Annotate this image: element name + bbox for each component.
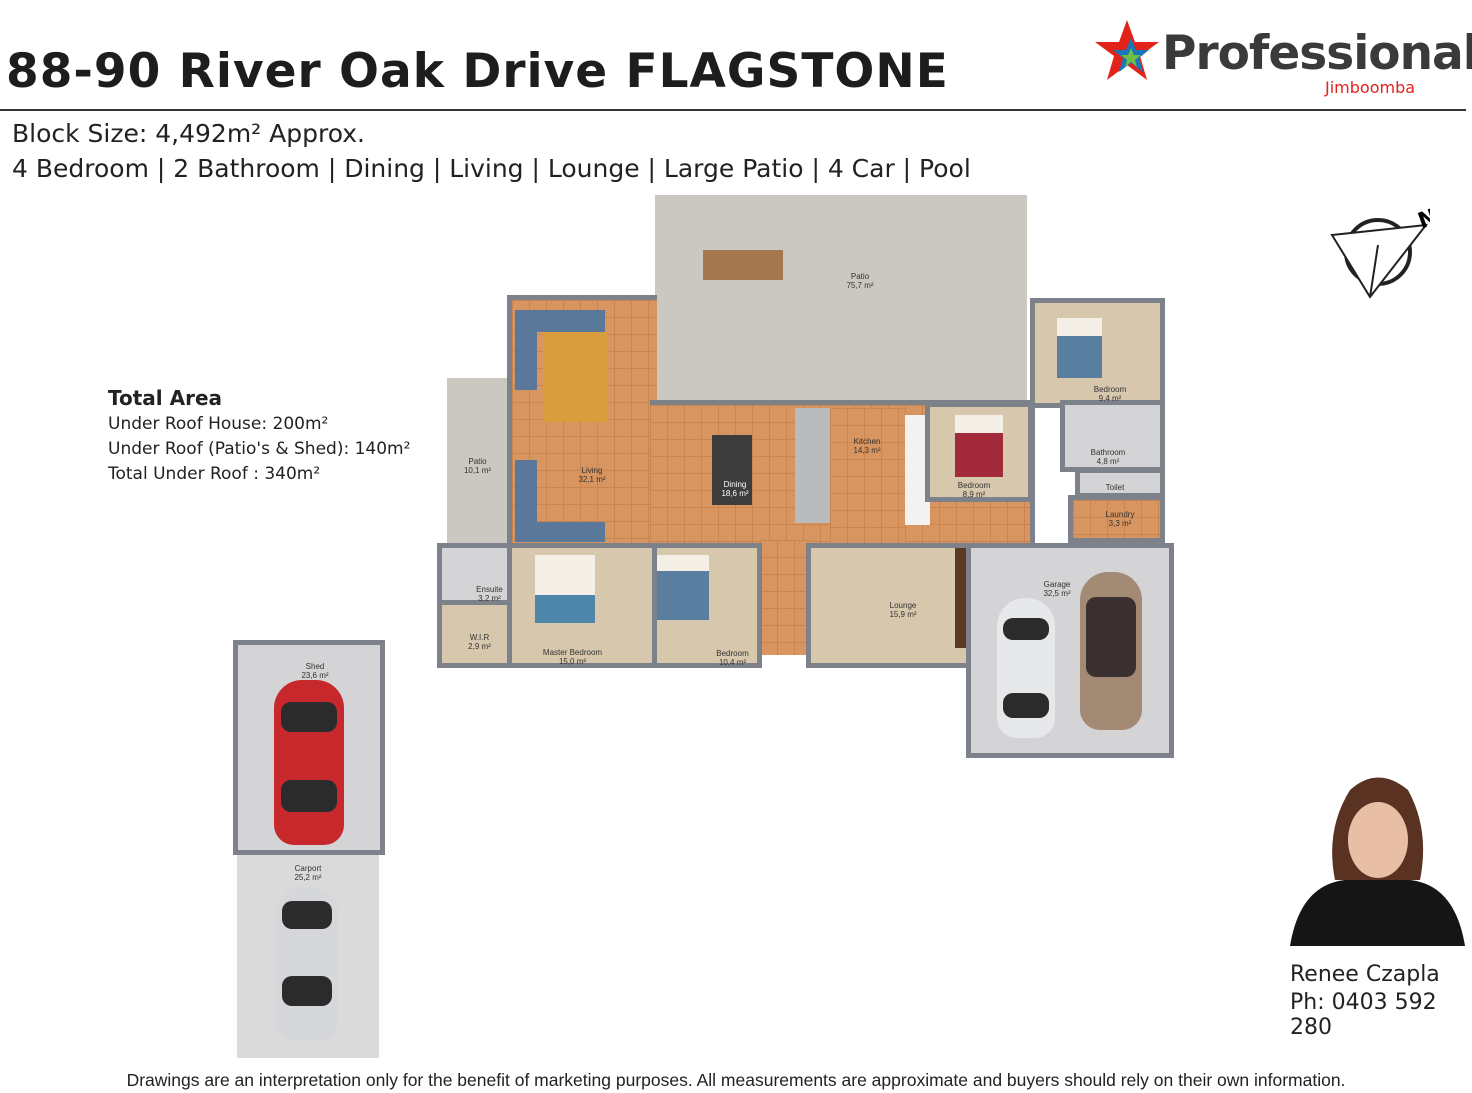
north-compass-icon: N <box>1330 205 1430 299</box>
room-laundry <box>1068 495 1165 543</box>
room-name: Ensuite <box>476 585 503 594</box>
area-line: Under Roof (Patio's & Shed): 140m² <box>108 439 411 459</box>
room-name: Laundry <box>1105 510 1135 519</box>
block-size: Block Size: 4,492m² Approx. <box>12 119 365 148</box>
room-name: Shed <box>305 662 325 671</box>
room-area: 15,0 m² <box>558 657 587 666</box>
room-name: Carport <box>294 864 322 873</box>
kitchen-island <box>795 408 830 523</box>
agent-name: Renee Czapla <box>1290 962 1440 987</box>
professionals-star-logo-icon <box>1095 20 1159 80</box>
room-name: Bedroom <box>957 481 991 490</box>
room-name: Bedroom <box>1093 385 1127 394</box>
room-name: Living <box>581 466 603 475</box>
bed <box>657 555 709 620</box>
room-name: Bedroom <box>716 649 749 658</box>
tv-unit <box>955 548 969 648</box>
features-list: 4 Bedroom | 2 Bathroom | Dining | Living… <box>12 154 971 183</box>
room-name: Patio <box>850 272 870 281</box>
agent-photo <box>1290 777 1465 946</box>
patio-table <box>703 250 783 280</box>
rug <box>543 332 607 422</box>
room-name: Kitchen <box>853 437 881 446</box>
room-patio-small <box>447 378 509 546</box>
room-area: 32,5 m² <box>1043 589 1071 598</box>
room-area: 10,4 m² <box>718 658 747 667</box>
room-area: 23,6 m² <box>301 671 329 680</box>
room-area: 15,9 m² <box>889 610 917 619</box>
room-area: 4,8 m² <box>1096 457 1120 466</box>
bed <box>535 555 595 623</box>
area-line: Total Under Roof : 340m² <box>108 464 321 484</box>
room-area: 25,2 m² <box>294 873 322 882</box>
logo-name: Professionals <box>1162 26 1472 81</box>
disclaimer: Drawings are an interpretation only for … <box>126 1070 1346 1090</box>
car-red <box>274 680 344 845</box>
room-patio-large <box>655 195 1027 405</box>
room-bathroom <box>1060 400 1165 472</box>
room-area: 8,9 m² <box>962 490 986 499</box>
room-hallway <box>760 540 810 655</box>
room-name: Garage <box>1043 580 1071 589</box>
sofa <box>515 310 605 390</box>
room-bedroom-b <box>925 402 1033 502</box>
room-name: Patio <box>468 457 487 466</box>
room-area: 32,1 m² <box>578 475 606 484</box>
room-area: 3,3 m² <box>1108 519 1132 528</box>
car-white <box>997 598 1055 738</box>
bed <box>1057 318 1102 378</box>
room-name: Master Bedroom <box>542 648 603 657</box>
room-area: 3,2 m² <box>478 594 501 603</box>
room-area: 9,4 m² <box>1098 394 1122 403</box>
room-area: 75,7 m² <box>846 281 874 290</box>
area-line: Under Roof House: 200m² <box>108 414 329 434</box>
bed <box>955 415 1003 477</box>
sofa <box>515 460 605 542</box>
room-name: W.I.R <box>469 633 490 642</box>
header-divider <box>0 109 1466 111</box>
room-name: Dining <box>723 480 747 489</box>
agent-phone[interactable]: Ph: 0403 592 280 <box>1290 990 1437 1040</box>
room-area: 10,1 m² <box>463 466 492 475</box>
total-area-block: Total Area Under Roof House: 200m² Under… <box>108 386 410 487</box>
property-title: 88-90 River Oak Drive FLAGSTONE <box>6 44 949 99</box>
logo-office: Jimboomba <box>1325 78 1416 97</box>
room-wir <box>437 600 512 668</box>
car-silver <box>276 886 338 1041</box>
room-area: 14,3 m² <box>853 446 881 455</box>
room-name: Toilet <box>1105 483 1125 492</box>
room-area: 2,9 m² <box>468 642 491 651</box>
room-name: Bathroom <box>1090 448 1126 457</box>
room-area: 18,6 m² <box>721 489 749 498</box>
room-name: Lounge <box>889 601 917 610</box>
car-bronze <box>1080 572 1142 730</box>
room-kitchen <box>830 408 905 545</box>
total-area-heading: Total Area <box>108 386 223 410</box>
dining-table <box>712 435 752 505</box>
